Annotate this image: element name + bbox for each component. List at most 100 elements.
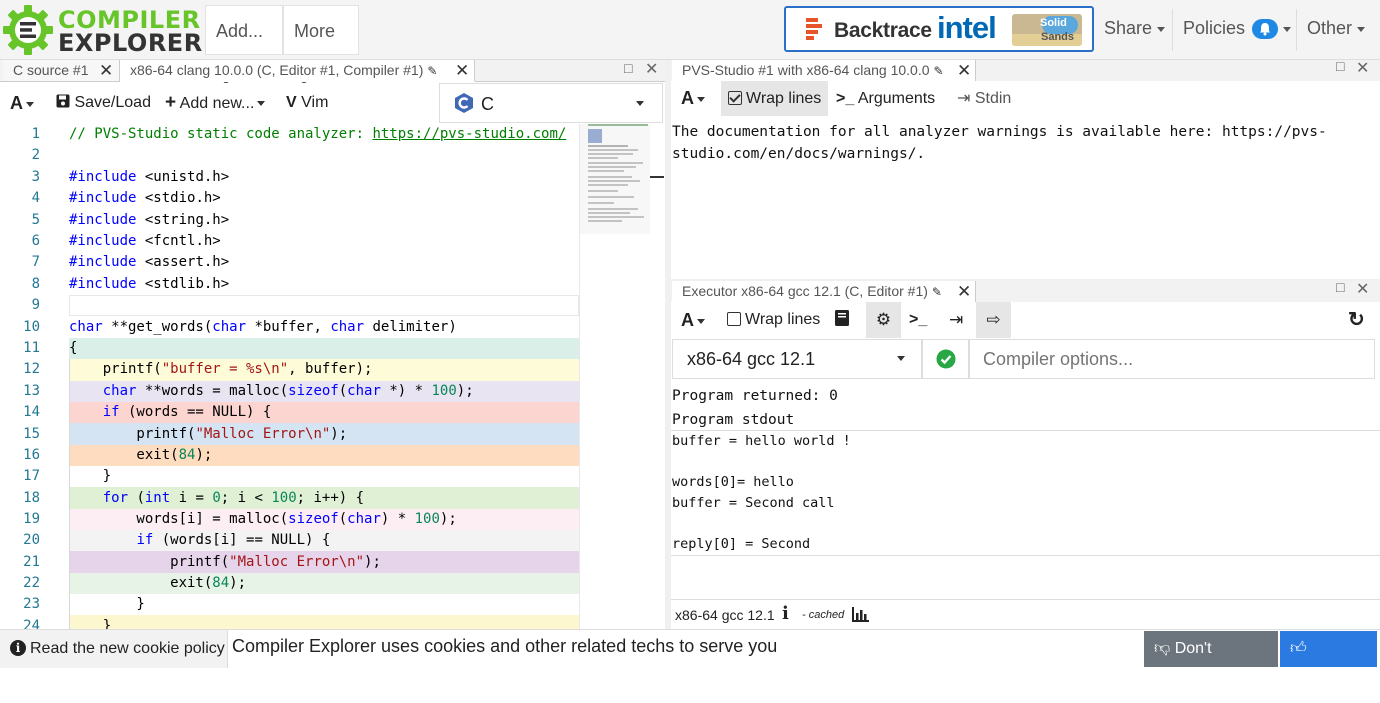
chevron-down-icon	[1157, 26, 1166, 32]
thumbs-down-icon: 👎︎	[1154, 640, 1171, 657]
font-size-button[interactable]: A	[681, 81, 705, 116]
sign-in-icon: ⇥	[957, 90, 971, 107]
plus-icon: +	[165, 92, 177, 113]
arguments-button[interactable]: >_ Arguments	[836, 81, 935, 116]
logo-text: COMPILER EXPLORER	[58, 6, 203, 55]
pencil-icon[interactable]: ✎	[931, 285, 942, 299]
chevron-down-icon	[26, 101, 34, 107]
backtrace-logo-icon	[806, 18, 822, 40]
line-number: 4	[31, 190, 40, 206]
close-icon[interactable]: ✕	[99, 61, 114, 80]
toggle-stdin-button[interactable]: ⇥	[949, 302, 963, 338]
maximize-icon[interactable]: □	[1336, 279, 1345, 295]
toggle-build-settings-button[interactable]: ⚙	[866, 302, 901, 338]
function-signature: char **get_words(char *buffer, char deli…	[69, 319, 457, 335]
line-number: 8	[31, 276, 40, 292]
add-menu-button[interactable]: Add...	[205, 5, 283, 85]
close-pane-icon[interactable]: ✕	[1356, 60, 1370, 77]
cookie-consent-bar: i Read the new cookie policy Compiler Ex…	[0, 629, 1380, 693]
close-icon[interactable]: ✕	[957, 282, 972, 301]
chevron-down-icon	[300, 79, 308, 85]
other-menu-button[interactable]: Other	[1307, 18, 1366, 39]
add-new-button[interactable]: + Add new...	[165, 83, 266, 123]
more-menu-button[interactable]: More	[283, 5, 359, 85]
compiler-options-input[interactable]	[969, 339, 1375, 379]
sponsor-banner[interactable]: Backtrace intel Solid Sands	[784, 6, 1094, 52]
sign-out-icon: ⇨	[986, 310, 1001, 329]
cogs-icon: ⚙	[875, 310, 892, 329]
code-line-22: exit(84);	[69, 573, 579, 594]
refresh-button[interactable]: ↻	[1348, 302, 1365, 338]
dont-consent-button[interactable]: 👎︎ Don't consent	[1144, 631, 1278, 693]
code-line-17: }	[69, 466, 579, 487]
save-load-button[interactable]: Save/Load	[56, 83, 151, 123]
chevron-down-icon	[257, 101, 266, 107]
line-number: 21	[23, 554, 40, 570]
policies-menu-button[interactable]: Policies	[1183, 18, 1292, 40]
cookie-policy-link[interactable]: i Read the new cookie policy	[0, 630, 228, 668]
maximize-icon[interactable]: □	[1336, 58, 1345, 74]
code-line-23: }	[69, 594, 579, 615]
close-pane-icon[interactable]: ✕	[645, 61, 659, 78]
divider	[671, 555, 1380, 556]
font-size-button[interactable]: A	[10, 83, 34, 123]
highlight-row	[69, 615, 579, 629]
bar-chart-icon[interactable]	[852, 607, 869, 622]
pvs-toolbar: A Wrap lines >_ Arguments ⇥ Stdin	[671, 81, 1380, 116]
tab-pvs-studio[interactable]: PVS-Studio #1 with x86-64 clang 10.0.0✎ …	[672, 60, 976, 82]
compiler-explorer-logo[interactable]: COMPILER EXPLORER	[2, 3, 202, 57]
toggle-stdout-button[interactable]: ⇨	[976, 302, 1011, 338]
share-menu-button[interactable]: Share	[1104, 18, 1166, 39]
tab-c-source-label: C source #1	[13, 62, 89, 78]
line-number: 12	[23, 361, 40, 377]
pvs-studio-link[interactable]: https://pvs-studio.com/	[372, 126, 567, 142]
code-line-12: printf("buffer = %s\n", buffer);	[69, 359, 579, 380]
tab-compiler[interactable]: x86-64 clang 10.0.0 (C, Editor #1, Compi…	[120, 60, 475, 82]
wrap-lines-label: Wrap lines	[746, 90, 822, 107]
executor-compiler-select[interactable]: x86-64 gcc 12.1	[672, 339, 922, 379]
wrap-lines-toggle[interactable]: Wrap lines	[721, 81, 829, 116]
pencil-icon[interactable]: ✎	[427, 64, 438, 78]
line-number: 20	[23, 532, 40, 548]
compile-status-indicator[interactable]	[922, 339, 969, 379]
close-icon[interactable]: ✕	[455, 61, 470, 80]
line-number: 17	[23, 468, 40, 484]
language-select[interactable]: C	[439, 83, 663, 123]
close-icon[interactable]: ✕	[957, 61, 972, 80]
cookie-message: Compiler Explorer uses cookies and other…	[232, 636, 778, 656]
line-number: 11	[23, 340, 40, 356]
line-number: 6	[31, 233, 40, 249]
consent-button[interactable]: 👍︎ Consent	[1280, 631, 1377, 693]
book-icon	[835, 310, 849, 326]
footer-compiler-name: x86-64 gcc 12.1	[675, 607, 775, 623]
editor-toolbar: A Save/Load + Add new... V Vim C	[0, 83, 665, 124]
wrap-lines-toggle[interactable]: Wrap lines	[727, 302, 820, 338]
code-line-4: #include <stdio.h>	[69, 188, 579, 209]
font-size-button[interactable]: A	[681, 302, 705, 338]
code-line-13: char **words = malloc(sizeof(char *) * 1…	[69, 381, 579, 402]
pane-splitter[interactable]	[665, 60, 671, 629]
pane-splitter-horizontal[interactable]	[671, 279, 1380, 281]
pvs-tabbar: PVS-Studio #1 with x86-64 clang 10.0.0✎ …	[671, 58, 1380, 82]
toggle-compilation-output-button[interactable]	[834, 302, 850, 338]
vim-label: Vim	[301, 94, 329, 111]
close-pane-icon[interactable]: ✕	[1356, 281, 1370, 298]
line-number: 10	[23, 319, 40, 335]
maximize-icon[interactable]: □	[624, 60, 633, 76]
pencil-icon[interactable]: ✎	[933, 64, 944, 78]
top-navbar: COMPILER EXPLORER Add... More Backtrace …	[0, 0, 1380, 85]
stdout-line: reply[0] = Second	[672, 535, 811, 552]
toggle-arguments-button[interactable]: >_	[909, 302, 927, 338]
code-text: }	[69, 596, 145, 612]
tab-executor[interactable]: Executor x86-64 gcc 12.1 (C, Editor #1)✎…	[672, 281, 976, 303]
code-text: {	[69, 340, 78, 356]
stdin-button[interactable]: ⇥ Stdin	[957, 81, 1011, 116]
code-minimap[interactable]	[580, 124, 650, 234]
logo-line-1: COMPILER	[58, 6, 201, 34]
vim-toggle-button[interactable]: V Vim	[286, 83, 328, 123]
info-icon[interactable]: i	[782, 603, 789, 624]
include-stdlib: #include <stdlib.h>	[69, 276, 230, 292]
tab-c-source[interactable]: C source #1 ✕	[3, 60, 120, 82]
executor-tabbar: Executor x86-64 gcc 12.1 (C, Editor #1)✎…	[671, 279, 1380, 303]
